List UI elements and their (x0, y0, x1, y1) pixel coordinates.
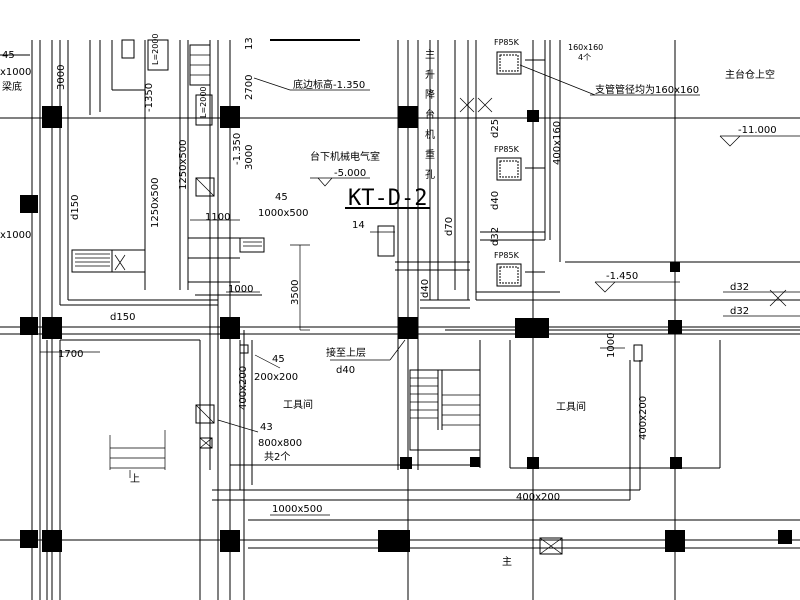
label-800x800: 800x800 (258, 438, 302, 449)
label-d32-r1: d32 (730, 282, 749, 293)
annotations: KT-D-2 45 x1000 梁底 3000 -1350 1250x500 1… (0, 33, 777, 568)
label-beam-bottom: 梁底 (2, 80, 22, 93)
label-13: 13 (244, 37, 255, 50)
label-x1000-left: x1000 (0, 230, 31, 241)
label-bottom-elevation: 底边标高-1.350 (293, 78, 365, 91)
label-400x200-right: 400x200 (638, 396, 649, 440)
label-d32-r2: d32 (730, 306, 749, 317)
label-d25: d25 (490, 119, 501, 138)
label-elev-5000: -5.000 (334, 168, 366, 179)
label-400x160: 400x160 (552, 121, 563, 165)
label-1000x500-bottom: 1000x500 (272, 504, 322, 515)
label-up: 上 (130, 473, 140, 485)
equipment (71, 39, 787, 555)
label-branch-size: 支管管径均为160x160 (595, 83, 699, 96)
label-4-units: 4个 (578, 53, 591, 62)
label-1250x500-a: 1250x500 (150, 178, 161, 228)
label-14: 14 (352, 220, 365, 231)
label-shaft-4: 台 (425, 108, 435, 121)
label-3000-mid: 3000 (244, 145, 255, 170)
label-l2000-b: L=2000 (199, 86, 208, 118)
label-3000-left: 3000 (56, 65, 67, 90)
label-1000-right: 1000 (606, 333, 617, 358)
label-d150-bottom: d150 (110, 312, 135, 323)
walls (0, 40, 800, 600)
label-fp85k-1: FP85K (494, 38, 520, 47)
label-45-mid: 45 (275, 192, 288, 203)
columns (20, 106, 792, 552)
label-200x200: 200x200 (254, 372, 298, 383)
stairs (109, 369, 481, 478)
label-fp85k-2: FP85K (494, 145, 520, 154)
label-1000x500-mid: 1000x500 (258, 208, 308, 219)
label-d150-left: d150 (70, 195, 81, 220)
label-d70: d70 (444, 217, 455, 236)
label-45-low: 45 (272, 354, 285, 365)
label-x1000-top: x1000 (0, 67, 31, 78)
label-elev-1450: -1.450 (606, 271, 638, 282)
label-tool-room-2: 工具间 (556, 400, 586, 413)
label-main-stage-void: 主台仓上空 (725, 68, 775, 81)
label-total-2: 共2个 (264, 451, 290, 463)
label-machine-room: 台下机械电气室 (310, 150, 380, 163)
label-2700: 2700 (244, 75, 255, 100)
label-400x200-left: 400x200 (238, 366, 249, 410)
label-160x160: 160x160 (568, 43, 603, 52)
label-shaft-5: 机 (425, 128, 435, 141)
label-shaft-3: 降 (425, 88, 435, 101)
label-1000-mid: 1000 (228, 284, 253, 295)
label-shaft-2: 升 (425, 69, 435, 81)
system-tag-label: KT-D-2 (348, 186, 427, 211)
label-400x200-bottom: 400x200 (516, 492, 560, 503)
label-d40-b: d40 (420, 279, 431, 298)
label-shaft-6: 重 (425, 148, 435, 161)
label-fp85k-3: FP85K (494, 251, 520, 260)
label-3500: 3500 (290, 280, 301, 305)
label-1350-left: -1350 (144, 83, 155, 112)
label-d40-a: d40 (490, 191, 501, 210)
label-shaft-1: 主 (425, 49, 435, 61)
label-1350-mid: -1.350 (232, 133, 243, 165)
label-tool-room-1: 工具间 (283, 398, 313, 411)
dimension-lines (40, 39, 800, 516)
label-43: 43 (260, 422, 273, 433)
label-elev-11000: -11.000 (738, 125, 777, 136)
label-d40-c: d40 (336, 365, 355, 376)
label-1250x500-b: 1250x500 (178, 140, 189, 190)
label-main-bottom: 主 (502, 556, 512, 568)
ductwork (59, 40, 800, 501)
label-l2000-a: L=2000 (151, 33, 160, 65)
label-connect-upper: 接至上层 (326, 346, 366, 359)
label-shaft-7: 孔 (425, 169, 435, 181)
label-d32-mid: d32 (490, 227, 501, 246)
label-1100: 1100 (205, 212, 230, 223)
label-1700: 1700 (58, 349, 83, 360)
label-45-top: 45 (2, 50, 15, 61)
